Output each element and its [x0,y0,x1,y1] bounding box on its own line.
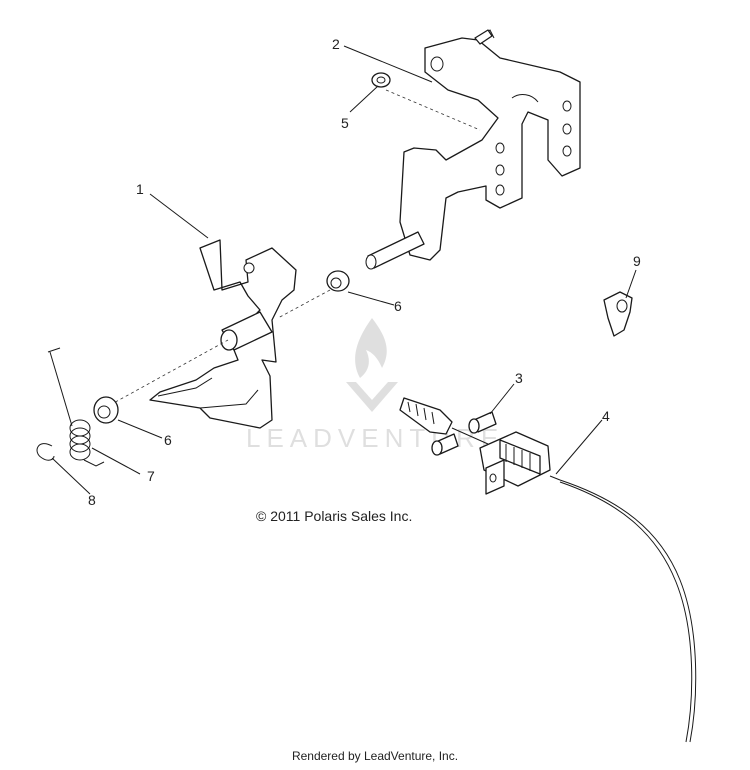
leader-lines [51,45,637,495]
callout-3: 3 [515,370,523,386]
callout-6-lower: 6 [164,432,172,448]
watermark: LEADVENTURE [246,318,504,453]
watermark-v-icon [346,382,398,412]
callout-5: 5 [341,115,349,131]
watermark-flame-icon [355,318,387,378]
callout-1: 1 [136,181,144,197]
clip-part-8 [36,443,55,461]
pin-part-3 [431,411,497,456]
bushing-part-6-lower [93,396,119,424]
bushing-part-6-upper [326,270,350,292]
callout-2: 2 [332,36,340,52]
watermark-text: LEADVENTURE [246,423,504,453]
copyright-text: © 2011 Polaris Sales Inc. [256,508,413,524]
callout-9: 9 [633,253,641,269]
callout-6-upper: 6 [394,298,402,314]
callout-8: 8 [88,492,96,508]
callouts: 1 2 3 4 5 6 6 7 8 9 [88,36,641,508]
rendered-by-text: Rendered by LeadVenture, Inc. [291,749,459,763]
cable-assembly-part-4 [399,397,697,743]
pedal-lever-part-1 [149,239,297,429]
callout-7: 7 [147,468,155,484]
bracket-part-2 [365,29,581,270]
bushing-part-5 [371,72,391,88]
block-part-9 [603,291,633,337]
callout-4: 4 [602,408,610,424]
spring-part-7 [47,347,105,467]
